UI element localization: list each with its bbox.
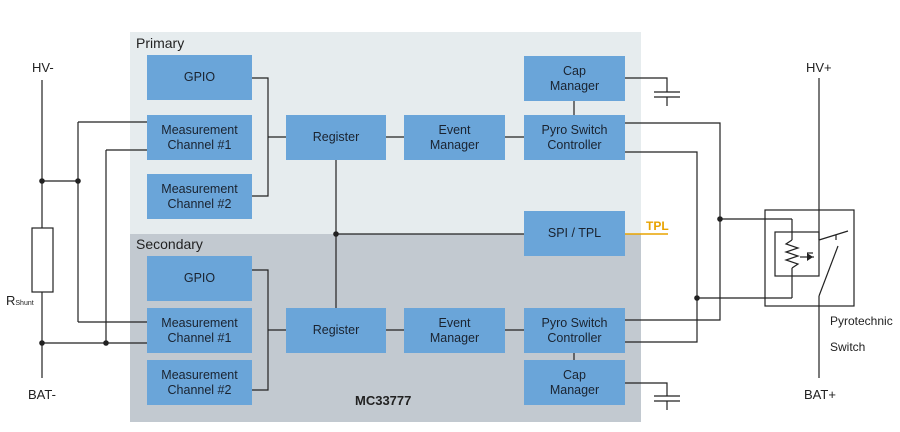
secondary-label: Secondary [136, 236, 203, 252]
rshunt-resistor [31, 227, 54, 293]
hv-plus-label: HV+ [806, 60, 832, 75]
block-label: Event [438, 315, 471, 330]
block-label: Manager [429, 330, 480, 345]
bat-plus-label: BAT+ [804, 387, 836, 402]
rshunt-subscript: Shunt [15, 300, 34, 307]
primary-register-block: Register [286, 115, 386, 160]
block-label: Measurement [161, 315, 238, 330]
block-label: GPIO [183, 271, 216, 285]
block-label: Measurement [161, 122, 238, 137]
pyro-switch-box [764, 209, 855, 307]
spi-tpl-block: SPI / TPL [524, 211, 625, 256]
pyro-switch-label-line1: Pyrotechnic [830, 314, 893, 328]
block-label: Manager [549, 382, 600, 397]
block-label: Controller [547, 137, 602, 152]
block-label: Channel #2 [167, 382, 232, 397]
block-label: Measurement [161, 181, 238, 196]
secondary-register-block: Register [286, 308, 386, 353]
block-label: Cap [563, 63, 586, 78]
secondary-gpio-block: GPIO [147, 256, 252, 301]
block-label: Pyro Switch [541, 315, 608, 330]
block-label: Cap [563, 367, 586, 382]
primary-label: Primary [136, 35, 185, 51]
block-label: Manager [549, 78, 600, 93]
bat-minus-label: BAT- [28, 387, 56, 402]
block-label: Channel #1 [167, 330, 232, 345]
rshunt-main: R [6, 293, 16, 308]
block-label: Channel #1 [167, 137, 232, 152]
hv-minus-label: HV- [32, 60, 54, 75]
block-label: Register [312, 323, 360, 337]
block-label: SPI / TPL [547, 226, 602, 240]
block-label: Register [312, 130, 360, 144]
tpl-label: TPL [646, 219, 669, 233]
block-label: GPIO [183, 70, 216, 84]
block-label: Controller [547, 330, 602, 345]
block-label: Channel #2 [167, 196, 232, 211]
block-label: Pyro Switch [541, 122, 608, 137]
chip-name: MC33777 [355, 393, 412, 408]
rshunt-label: RShunt [6, 293, 34, 308]
primary-gpio-block: GPIO [147, 55, 252, 100]
block-label: Measurement [161, 367, 238, 382]
pyro-switch-label-line2: Switch [830, 340, 866, 354]
block-label: Event [438, 122, 471, 137]
block-label: Manager [429, 137, 480, 152]
